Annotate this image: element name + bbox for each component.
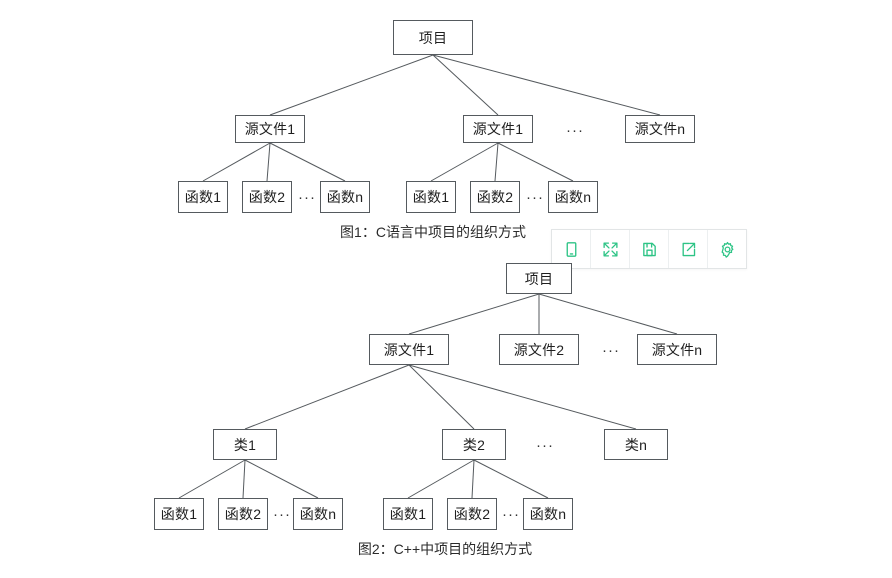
fig2-source-file-1-label: 源文件1 [383, 341, 435, 358]
fig2-right-function-1-node[interactable]: 函数1 [383, 498, 433, 530]
fig1-left-function-ellipsis: ··· [298, 188, 316, 206]
fig2-right-function-n-node[interactable]: 函数n [523, 498, 573, 530]
fig2-right-function-2-label: 函数2 [453, 506, 491, 522]
fig2-class-2-label: 类2 [462, 436, 486, 453]
fig1-left-function-2-label: 函数2 [248, 189, 286, 205]
fig2-class-n-label: 类n [624, 436, 648, 453]
figure2-caption: 图2：C++中项目的组织方式 [357, 541, 533, 557]
fig2-right-function-n-label: 函数n [529, 506, 567, 522]
fig1-left-function-n-label: 函数n [326, 189, 364, 205]
fig2-left-function-2-node[interactable]: 函数2 [218, 498, 268, 530]
fig1-right-function-ellipsis: ··· [526, 188, 544, 206]
fig1-right-function-n-label: 函数n [554, 189, 592, 205]
fig2-left-function-1-node[interactable]: 函数1 [154, 498, 204, 530]
fig1-root-label: 项目 [418, 29, 448, 46]
fullscreen-expand-button[interactable] [591, 230, 630, 268]
fullscreen-expand-icon [602, 241, 619, 258]
floating-toolbar[interactable] [551, 229, 747, 269]
fig1-level2-ellipsis: ··· [566, 121, 584, 139]
fig1-right-function-n-node[interactable]: 函数n [548, 181, 598, 213]
fig2-class-ellipsis: ··· [536, 436, 554, 454]
fig2-root-node[interactable]: 项目 [506, 263, 572, 294]
fig2-class-1-node[interactable]: 类1 [213, 429, 277, 460]
save-button[interactable] [630, 230, 669, 268]
fig2-left-function-2-label: 函数2 [224, 506, 262, 522]
fig2-source-file-1-node[interactable]: 源文件1 [369, 334, 449, 365]
fig2-source-file-n-label: 源文件n [651, 341, 703, 358]
fig2-root-label: 项目 [524, 270, 554, 287]
fig1-right-function-2-node[interactable]: 函数2 [470, 181, 520, 213]
fig2-source-file-n-node[interactable]: 源文件n [637, 334, 717, 365]
fig1-source-file-1-label: 源文件1 [244, 121, 296, 137]
fig2-left-function-n-node[interactable]: 函数n [293, 498, 343, 530]
fig2-right-function-1-label: 函数1 [389, 506, 427, 522]
fig1-source-file-n-node[interactable]: 源文件n [625, 115, 695, 143]
fig2-class-2-node[interactable]: 类2 [442, 429, 506, 460]
mobile-preview-icon [563, 241, 580, 258]
fig2-right-function-ellipsis: ··· [502, 505, 520, 523]
share-export-button[interactable] [669, 230, 708, 268]
fig2-class-n-node[interactable]: 类n [604, 429, 668, 460]
fig2-source-file-2-label: 源文件2 [513, 341, 565, 358]
fig1-left-function-2-node[interactable]: 函数2 [242, 181, 292, 213]
settings-gear-icon [719, 241, 736, 258]
fig1-source-file-2-label: 源文件1 [472, 121, 524, 137]
fig1-right-function-2-label: 函数2 [476, 189, 514, 205]
fig1-root-node[interactable]: 项目 [393, 20, 473, 55]
fig1-source-file-n-label: 源文件n [634, 121, 686, 137]
settings-button[interactable] [708, 230, 746, 268]
share-export-icon [680, 241, 697, 258]
fig2-source-file-2-node[interactable]: 源文件2 [499, 334, 579, 365]
save-floppy-icon [641, 241, 658, 258]
fig1-left-function-1-label: 函数1 [184, 189, 222, 205]
fig1-right-function-1-label: 函数1 [412, 189, 450, 205]
fig1-source-file-2-node[interactable]: 源文件1 [463, 115, 533, 143]
fig2-left-function-1-label: 函数1 [160, 506, 198, 522]
mobile-preview-button[interactable] [552, 230, 591, 268]
fig1-left-function-n-node[interactable]: 函数n [320, 181, 370, 213]
fig1-left-function-1-node[interactable]: 函数1 [178, 181, 228, 213]
fig2-level2-ellipsis: ··· [602, 341, 620, 359]
fig1-source-file-1-node[interactable]: 源文件1 [235, 115, 305, 143]
fig2-left-function-ellipsis: ··· [273, 505, 291, 523]
fig2-left-function-n-label: 函数n [299, 506, 337, 522]
fig2-class-1-label: 类1 [233, 436, 257, 453]
figure1-caption: 图1：C语言中项目的组织方式 [340, 224, 526, 240]
fig1-right-function-1-node[interactable]: 函数1 [406, 181, 456, 213]
fig2-right-function-2-node[interactable]: 函数2 [447, 498, 497, 530]
